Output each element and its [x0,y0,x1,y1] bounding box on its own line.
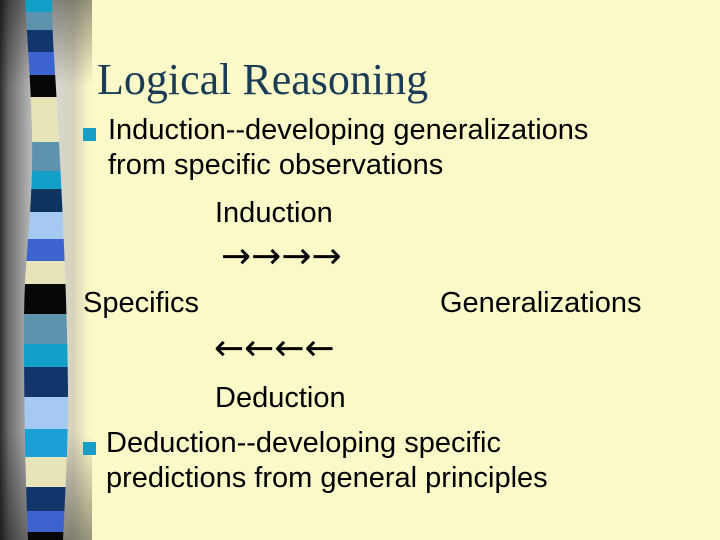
bullet2-text-line1: Deduction--developing specific [106,427,501,459]
induction-label: Induction [215,197,333,229]
forward-arrows-icon: →→→→ [221,236,342,277]
slide-title: Logical Reasoning [97,55,429,104]
deduction-label: Deduction [215,382,346,414]
bullet1-text-line2: from specific observations [108,149,444,181]
ribbon-stripes [24,0,68,540]
bullet-square-icon [83,128,96,141]
ribbon-graphic [24,0,68,540]
bullet2-text-line2: predictions from general principles [106,462,548,494]
bullet-square-icon [83,442,96,455]
generalizations-label: Generalizations [440,287,642,319]
bullet1-text-line1: Induction--developing generalizations [108,114,589,146]
specifics-label: Specifics [83,287,200,319]
back-arrows-icon: ←←←← [214,328,335,369]
